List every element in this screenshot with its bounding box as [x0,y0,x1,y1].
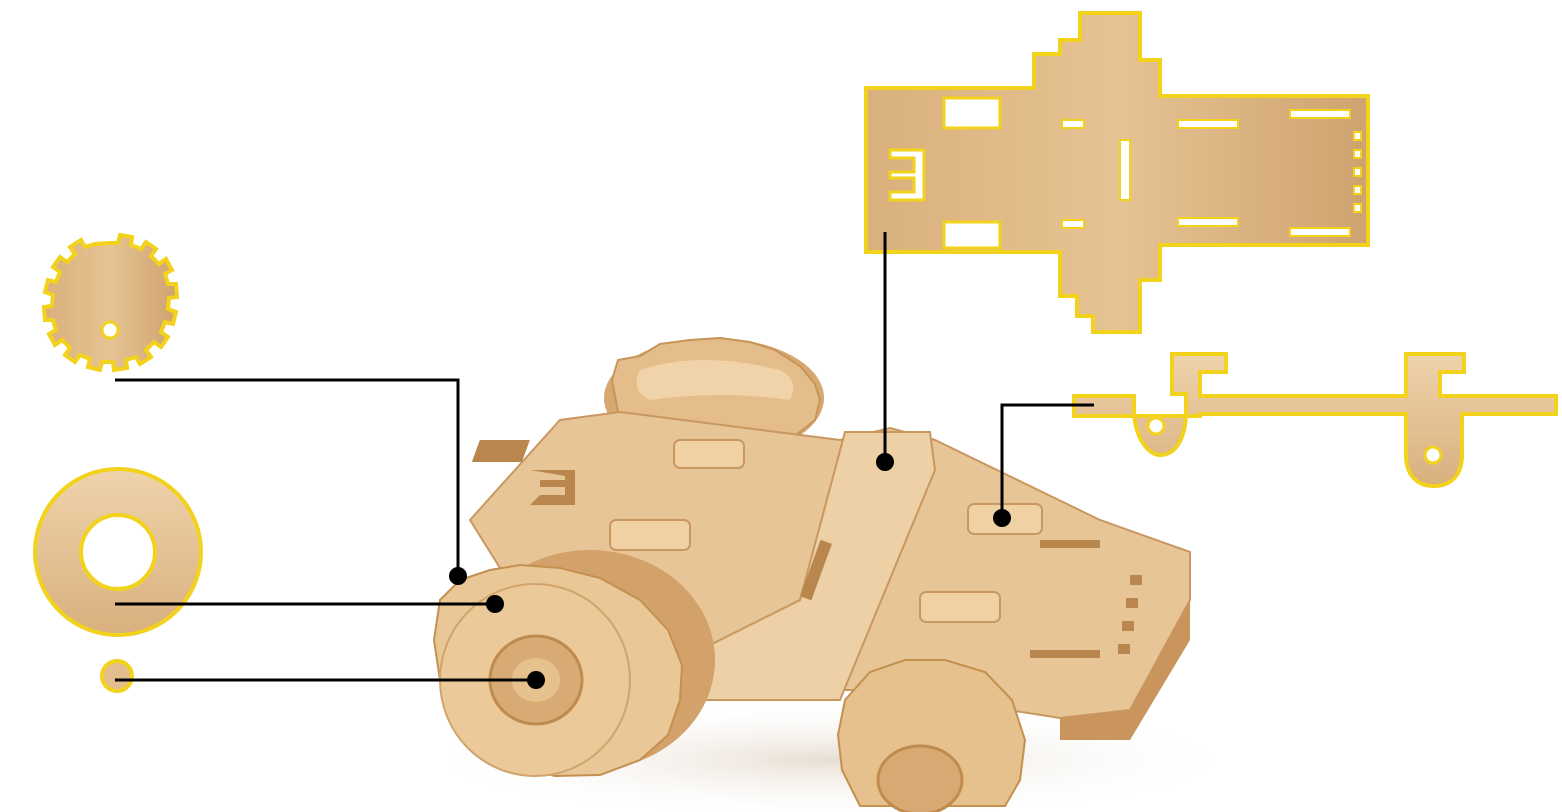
chassis-slot [942,96,1002,130]
axle-pin-part [100,659,134,693]
bracket-tab [673,439,745,469]
chassis-notch [1353,149,1362,159]
chassis-slot-3d [800,539,832,601]
front-left-wheel [432,550,715,778]
chassis-notch [1353,203,1362,213]
chassis-comb-slot [888,148,926,202]
chassis-notch [1353,185,1362,195]
chassis-front-edge [1060,600,1190,740]
callout-lines [115,232,1094,689]
washer-ring-hole [79,513,157,591]
leader-dot-axle-pin [527,671,545,689]
axle-bracket-part [1072,352,1558,489]
chassis-slot-3d [1118,644,1130,654]
chassis-slot [1061,119,1085,129]
chassis-slot-3d [1126,598,1138,608]
chassis-slot [942,220,1002,250]
chassis-slot-3d [471,440,530,462]
axle-bracket-outline [1072,352,1558,489]
axle-bracket-hole [1423,445,1443,465]
leader-dot-washer [486,595,504,613]
chassis-plate-outline [864,11,1370,334]
chassis-slot [1061,219,1085,229]
assembled-chassis [876,453,894,471]
bracket-tab [609,519,691,551]
chassis-slot-3d [1122,621,1134,631]
leader-line-gear-wheel [115,378,460,576]
chassis-comb-3d [530,470,575,505]
assembled-wheel-rim [449,567,467,585]
chassis-notch [1353,131,1362,141]
axle-bracket-hole [1146,416,1166,436]
chassis-slot [1119,139,1131,201]
leader-line-bracket [1000,403,1094,518]
chassis-slot-3d [1040,540,1100,548]
gear-wheel-outline [41,232,180,373]
chassis-slot-3d [1030,650,1100,658]
leader-dot-bracket [993,509,1011,527]
gear-wheel-part [41,232,180,373]
chassis-slot [1177,119,1239,129]
chassis-notch [1353,167,1362,177]
axle-pin-outline [100,659,134,693]
chassis-slot [1289,227,1351,237]
chassis-slot-3d [1130,575,1142,585]
gear-wheel-center-hole [100,320,120,340]
front-right-wheel [836,659,1027,812]
chassis-slot [1289,109,1351,119]
chassis-slot [1177,217,1239,227]
chassis-plate-part [864,11,1370,334]
bracket-tab [919,591,1001,623]
washer-ring-part [33,467,203,637]
